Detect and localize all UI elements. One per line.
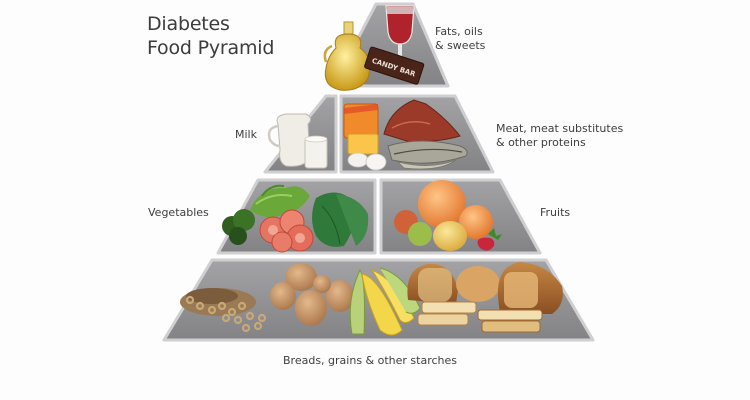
label-meat-line-1: Meat, meat substitutes bbox=[496, 122, 624, 135]
milk-pitcher-image bbox=[267, 113, 328, 169]
apple-image bbox=[394, 210, 432, 246]
label-fruits: Fruits bbox=[540, 206, 571, 219]
label-vegetables: Vegetables bbox=[148, 206, 209, 219]
title-line-1: Diabetes bbox=[147, 13, 230, 35]
eggs-image bbox=[347, 152, 387, 171]
lemon-image bbox=[433, 221, 467, 251]
orange-image bbox=[459, 205, 493, 239]
label-fats-line-1: Fats, oils bbox=[435, 25, 483, 38]
candy-bar-image: CANDY BAR bbox=[364, 46, 425, 85]
diagram-title: Diabetes Food Pyramid bbox=[147, 12, 274, 60]
strawberry-image bbox=[477, 228, 502, 251]
corn-image bbox=[349, 267, 421, 336]
title-line-2: Food Pyramid bbox=[147, 37, 275, 59]
broccoli-image bbox=[222, 209, 255, 245]
label-fats-line-2: & sweets bbox=[435, 39, 486, 52]
wine-glass-image bbox=[385, 5, 415, 64]
cheese-image bbox=[343, 103, 379, 155]
bread-loaves-image bbox=[407, 262, 563, 333]
olive-oil-cruet-image bbox=[323, 21, 371, 91]
label-milk: Milk bbox=[235, 128, 257, 141]
cereal-image bbox=[180, 288, 267, 333]
label-fats-oils-sweets: Fats, oils & sweets bbox=[435, 25, 485, 53]
tomato-slices-image bbox=[259, 209, 314, 253]
label-meat: Meat, meat substitutes & other proteins bbox=[496, 122, 623, 150]
grapefruit-image bbox=[418, 180, 466, 228]
potatoes-image bbox=[270, 263, 354, 326]
fish-image bbox=[387, 140, 468, 170]
spinach-image bbox=[312, 192, 369, 247]
lettuce-image bbox=[250, 184, 310, 218]
label-starches: Breads, grains & other starches bbox=[283, 354, 458, 367]
steak-image bbox=[383, 99, 461, 143]
label-meat-line-2: & other proteins bbox=[496, 136, 586, 149]
